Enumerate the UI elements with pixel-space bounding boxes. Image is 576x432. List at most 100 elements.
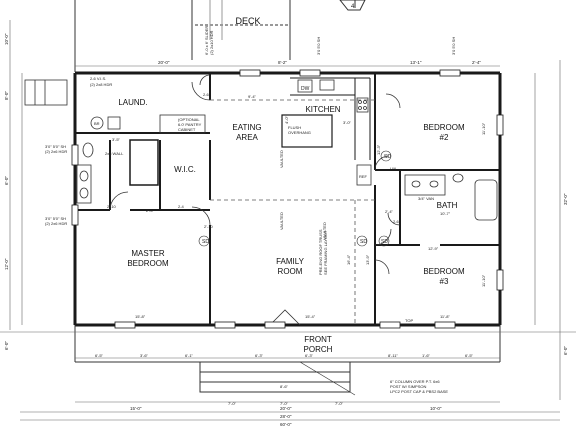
- top-label: TOP: [405, 318, 413, 323]
- dim-bed3-d: 11'-10": [481, 274, 486, 287]
- sink-icon: [79, 170, 89, 182]
- dim-top-mid: 8'-2": [278, 60, 287, 65]
- dim-top-right: 13'-1": [410, 60, 422, 65]
- dim-left-upper: 8'-0": [4, 91, 9, 100]
- smoke-detector-2: SD: [202, 239, 209, 245]
- column-note-3: LPC2 POST CAP & PBS2 BASE: [390, 389, 448, 394]
- vaulted-note-3: VAULTED: [322, 222, 327, 240]
- sink-icon: [429, 180, 439, 188]
- dim-fam-bottom: 15'-4": [305, 314, 316, 319]
- dim-bottom-mid: 20'-0": [280, 406, 292, 411]
- dim-kitchen-w: 3'-0": [343, 120, 352, 125]
- dim-bottom-left: 15'-0": [130, 406, 142, 411]
- pre-eng-note-2: SEE FRAMING LAYOUT: [323, 230, 328, 275]
- bedroom2-label-1: BEDROOM: [423, 123, 465, 132]
- fixtures: [76, 79, 498, 221]
- linen-label: LIN: [390, 166, 396, 171]
- dim-right-lower: 6'-0": [563, 346, 568, 355]
- pre-eng-note-1: PRE-ENG ROOF TRUSS: [318, 229, 323, 275]
- dim-bottom-right: 10'-0": [430, 406, 442, 411]
- toilet-icon: [452, 173, 464, 183]
- br-label: BR: [94, 121, 100, 126]
- laundry-label: LAUND.: [118, 98, 147, 107]
- dim-left-2-10: 2'-10: [107, 204, 117, 209]
- dim-bed3-w: 12'-9": [428, 246, 439, 251]
- dim-win-left-b2: (2) 2x6 HDR: [45, 221, 67, 226]
- vaulted-note-1: VAULTED: [279, 150, 284, 168]
- wall-2x6-note: 2x6 WALL: [105, 151, 124, 156]
- dim-win-left-a2: (2) 2x6 HDR: [45, 149, 67, 154]
- page-number: 4: [351, 4, 355, 10]
- master-label-1: MASTER: [131, 249, 165, 258]
- dim-left-mid: 6'-0": [4, 176, 9, 185]
- toilet-icon: [82, 142, 94, 158]
- bedroom3-label-1: BEDROOM: [423, 267, 465, 276]
- dim-fam-left: 16'-4": [346, 254, 351, 265]
- dim-bottom-overall: 28'-0": [280, 414, 292, 419]
- dim-win-top-right: 3'0 5'0 SH: [451, 37, 456, 55]
- dim-left-lower: 12'-0": [4, 258, 9, 270]
- family-label-1: FAMILY: [276, 257, 305, 266]
- smoke-detector-icon: [378, 235, 390, 247]
- dim-left-top: 10'-0": [4, 33, 9, 45]
- bathtub-icon: [474, 179, 498, 221]
- vaulted-note-2: VAULTED: [279, 212, 284, 230]
- front-porch: [74, 325, 501, 396]
- dim-right-total: 32'-0": [563, 193, 568, 205]
- dim-porch-5: 6'-3": [305, 353, 314, 358]
- pantry-note-1: (OPTIONAL: [178, 117, 200, 122]
- dim-porch-8: 6'-5": [465, 353, 474, 358]
- dim-bath-2-4: 2'-4": [385, 209, 394, 214]
- smoke-detector-1: SD: [384, 154, 391, 160]
- dim-porch-6: 8'-11": [388, 353, 398, 358]
- dim-master-2-10: 2'-10: [204, 224, 214, 229]
- page-number-tab: 4: [339, 0, 366, 11]
- bedroom3-label-2: #3: [440, 277, 449, 286]
- dim-bed3-bottom: 11'-8": [440, 314, 450, 319]
- smoke-detector-4: SD: [381, 239, 388, 245]
- dim-kitchen-d: 4'-0": [284, 115, 289, 124]
- sink-icon: [411, 180, 421, 188]
- porch-label-2: PORCH: [304, 345, 333, 354]
- kitchen-label: KITCHEN: [305, 105, 340, 114]
- windows: [71, 69, 504, 329]
- smoke-detector-icon: [198, 235, 210, 247]
- sink-icon: [79, 187, 89, 199]
- bath-label: BATH: [437, 201, 458, 210]
- dim-bath-w: 10'-7": [440, 211, 451, 216]
- dim-laund-hdr: (2) 2x8 HDR: [90, 82, 112, 87]
- dim-left-2-6: 2-6: [203, 92, 210, 97]
- dim-bottom-total: 60'-0": [280, 422, 292, 427]
- dim-top-far-right: 2'-4": [472, 60, 481, 65]
- dim-fam-right: 13'-9": [365, 254, 370, 265]
- dim-step-2: 7'-0": [228, 401, 237, 406]
- eating-label-2: AREA: [236, 133, 258, 142]
- dim-win-left-a: 3'0" 5'0" SH: [45, 144, 66, 149]
- deck-outline: [74, 0, 356, 72]
- dim-left-bottom: 6'-0": [4, 341, 9, 350]
- dim-step-1: 8'-6": [280, 384, 289, 389]
- dim-porch-2: 3'-6": [140, 353, 149, 358]
- smoke-detector-icon: [356, 235, 368, 247]
- master-label-2: BEDROOM: [127, 259, 169, 268]
- dim-porch-4: 6'-3": [255, 353, 264, 358]
- flush-note-1: FLUSH: [288, 125, 301, 130]
- dryer-icon: [107, 116, 121, 130]
- family-label-2: ROOM: [278, 267, 303, 276]
- dimension-lines: [0, 20, 576, 421]
- column-note-1: 6" COLUMN OVER P.T. 6x6: [390, 379, 440, 384]
- side-stoop: [24, 79, 68, 106]
- dim-deck-hdr: (2) 2x10 HDR: [209, 30, 214, 55]
- dim-top-overall: 20'-0": [158, 60, 170, 65]
- eating-label-1: EATING: [232, 123, 261, 132]
- wic-label: W.I.C.: [174, 165, 196, 174]
- deck-label: DECK: [235, 16, 260, 26]
- smoke-detector-3: SD: [360, 239, 367, 245]
- dim-porch-1: 6'-5": [95, 353, 104, 358]
- dim-step-4: 7'-0": [335, 401, 344, 406]
- fridge-icon: [356, 164, 372, 186]
- kitchen-sink-icon: [319, 79, 335, 91]
- smoke-detector-icon: [380, 150, 392, 162]
- dim-wic-3-5: 3'-5": [112, 137, 121, 142]
